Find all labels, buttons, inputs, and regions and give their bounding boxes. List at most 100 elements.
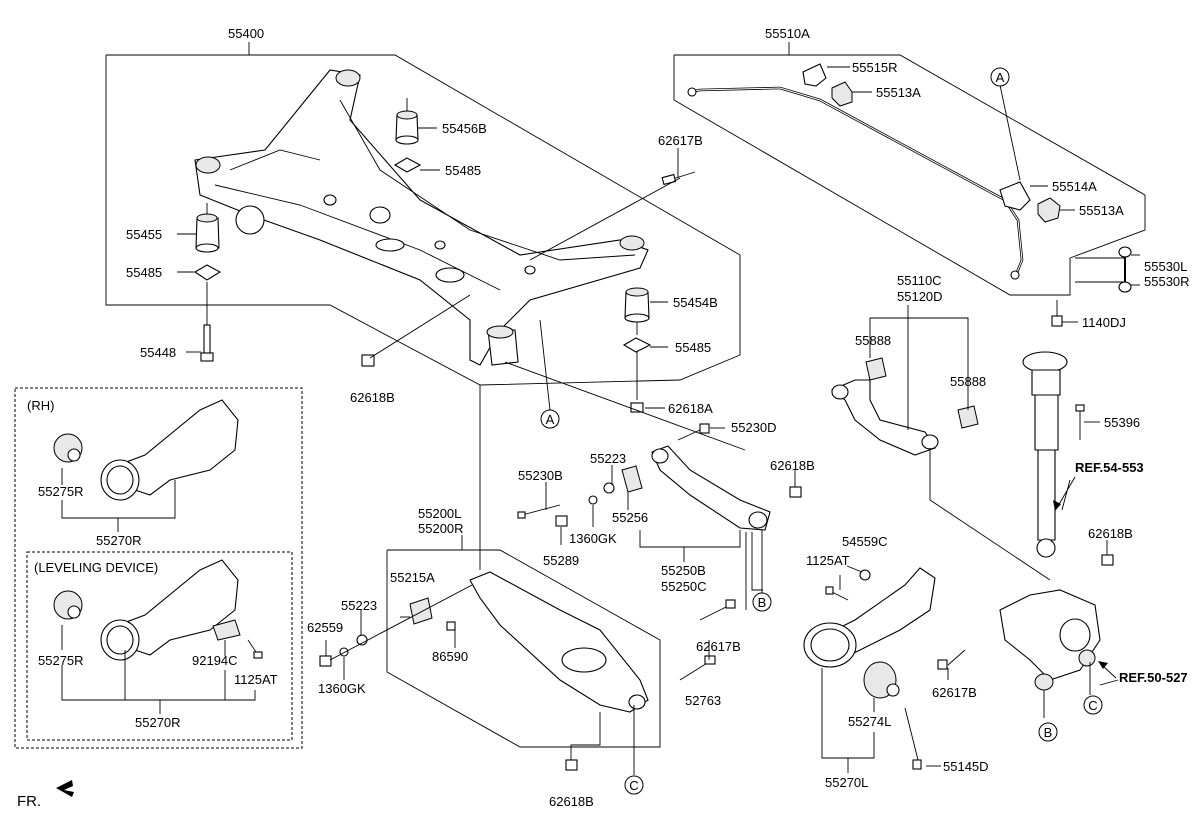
part-labels: 55400 55510A 55515R 55513A 55456B 62617B… xyxy=(17,26,1190,810)
label-55514A: 55514A xyxy=(1052,179,1097,194)
label-55120D: 55120D xyxy=(897,289,943,304)
leader-lines xyxy=(61,42,1140,775)
bushing-55275R-2 xyxy=(53,590,83,620)
label-55215A: 55215A xyxy=(390,570,435,585)
bolt-55448 xyxy=(200,282,214,362)
callout-a-2: A xyxy=(540,409,560,429)
label-leveling-device: (LEVELING DEVICE) xyxy=(34,560,158,575)
label-ref-50-527: REF.50-527 xyxy=(1119,670,1188,685)
callout-c-1: C xyxy=(624,775,644,795)
nut-62618A xyxy=(630,402,644,413)
bushing-55888-1 xyxy=(865,357,887,381)
label-54559C: 54559C xyxy=(842,534,888,549)
svg-text:C: C xyxy=(1088,698,1097,713)
label-55515R: 55515R xyxy=(852,60,898,75)
label-front: FR. xyxy=(17,793,41,810)
washer-1360GK-1 xyxy=(588,495,598,505)
washer-54559C xyxy=(859,569,871,581)
label-55270R-2: 55270R xyxy=(135,715,181,730)
label-55485-1: 55485 xyxy=(445,163,481,178)
label-1140DJ: 1140DJ xyxy=(1082,315,1126,330)
svg-text:C: C xyxy=(629,778,638,793)
lower-arm-group-box xyxy=(386,549,661,748)
label-rh: (RH) xyxy=(27,398,54,413)
nut-62559 xyxy=(319,655,332,667)
label-1125AT-2: 1125AT xyxy=(234,672,278,687)
knuckle xyxy=(999,589,1101,691)
label-55270R-1: 55270R xyxy=(96,533,142,548)
ref-arrow-50-head xyxy=(1098,661,1108,669)
bolt-62617B-1 xyxy=(661,171,696,186)
nut-1140DJ xyxy=(1051,300,1063,327)
bushing-55513A-2 xyxy=(1037,197,1061,223)
label-55530R: 55530R xyxy=(1144,274,1190,289)
front-arrow-icon xyxy=(56,780,74,797)
leveling-device-dashed-box xyxy=(26,551,293,741)
label-55513A-1: 55513A xyxy=(876,85,921,100)
label-62617B-2: 62617B xyxy=(696,639,741,654)
rh-arm-dashed-box xyxy=(14,387,303,749)
label-55274L: 55274L xyxy=(848,714,891,729)
bushing-55454B xyxy=(624,287,650,335)
toe-link xyxy=(651,445,771,531)
bolt-1125AT-1 xyxy=(825,586,849,601)
plate-55485-2 xyxy=(193,264,222,281)
bushing-55215A xyxy=(409,597,433,625)
trailing-arm-lh xyxy=(803,567,936,668)
nut-55289 xyxy=(555,515,568,527)
label-55454B: 55454B xyxy=(673,295,718,310)
bolt-52763 xyxy=(679,655,716,681)
plate-55485-3 xyxy=(622,337,652,353)
bolt-55396 xyxy=(1075,404,1085,440)
label-55513A-2: 55513A xyxy=(1079,203,1124,218)
label-55455: 55455 xyxy=(126,227,162,242)
lower-arm xyxy=(469,571,649,713)
label-55200R: 55200R xyxy=(418,521,464,536)
bolt-62617B-3 xyxy=(937,649,966,670)
callout-c-2: C xyxy=(1083,695,1103,715)
bushing-55455 xyxy=(195,203,220,253)
nut-62618B-1 xyxy=(361,354,375,367)
subframe-group-box xyxy=(105,54,741,386)
label-62618B-4: 62618B xyxy=(549,794,594,809)
bolt-62617B-2 xyxy=(699,599,736,621)
bracket-55514A xyxy=(999,181,1031,211)
label-62618B-2: 62618B xyxy=(770,458,815,473)
label-1360GK-1: 1360GK xyxy=(569,531,617,546)
label-55275R-1: 55275R xyxy=(38,484,84,499)
bolt-55230D xyxy=(677,423,710,441)
washer-55223-1 xyxy=(603,482,615,494)
bolt-1125AT-2 xyxy=(247,639,263,659)
callout-b-1: B xyxy=(752,592,772,612)
label-55289: 55289 xyxy=(543,553,579,568)
callout-a-1: A xyxy=(990,67,1010,87)
label-86590: 86590 xyxy=(432,649,468,664)
callout-b-2: B xyxy=(1038,722,1058,742)
label-62618B-1: 62618B xyxy=(350,390,395,405)
bushing-55888-2 xyxy=(957,405,979,429)
label-55888-1: 55888 xyxy=(855,333,891,348)
label-62559: 62559 xyxy=(307,620,343,635)
label-55396: 55396 xyxy=(1104,415,1140,430)
label-55270L: 55270L xyxy=(825,775,868,790)
label-55223-2: 55223 xyxy=(341,598,377,613)
label-55230B: 55230B xyxy=(518,468,563,483)
nut-62618B-4 xyxy=(565,759,578,771)
bushing-55256 xyxy=(621,465,643,493)
nut-62618B-2 xyxy=(789,486,802,498)
label-55110C: 55110C xyxy=(897,273,942,288)
svg-text:A: A xyxy=(546,412,555,427)
bracket-55515R xyxy=(802,63,827,87)
bushing-55274L xyxy=(863,661,900,699)
trailing-arm-leveling xyxy=(100,559,241,661)
label-55256: 55256 xyxy=(612,510,648,525)
subframe-crossmember xyxy=(194,69,649,366)
bushing-55513A-1 xyxy=(831,81,853,107)
label-55530L: 55530L xyxy=(1144,259,1187,274)
label-62618A: 62618A xyxy=(668,401,713,416)
svg-text:B: B xyxy=(1044,725,1053,740)
label-55275R-2: 55275R xyxy=(38,653,84,668)
trailing-arm-rh xyxy=(100,399,239,501)
shock-absorber xyxy=(1022,351,1068,558)
